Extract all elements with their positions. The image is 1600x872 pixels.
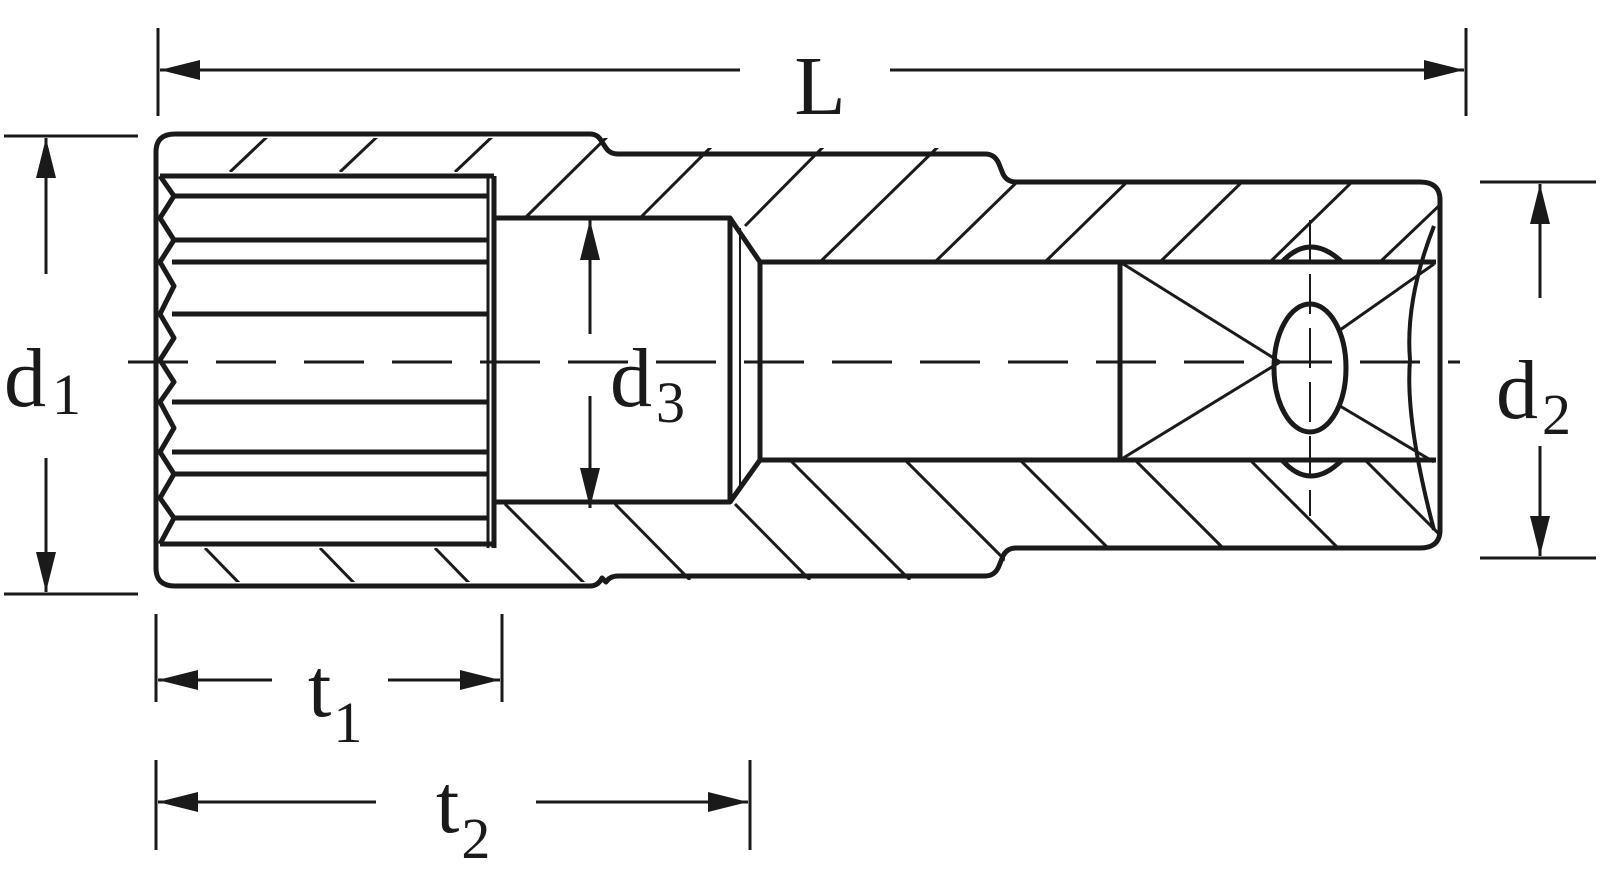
- square-drive: [760, 225, 1436, 531]
- section-hatching-bottom: [203, 460, 1440, 582]
- label-t1: t1: [308, 642, 362, 755]
- dimension-d2: [1480, 180, 1596, 560]
- label-L: L: [794, 40, 845, 133]
- label-d3: d3: [610, 332, 685, 435]
- cross-hole: [1271, 220, 1349, 516]
- label-d2: d2: [1496, 344, 1571, 447]
- socket-outline: [153, 131, 1443, 589]
- label-t2: t2: [436, 758, 490, 871]
- dimension-d1: [4, 134, 138, 596]
- dimension-t1: [154, 614, 504, 702]
- dimension-t2: [154, 760, 752, 850]
- dimension-L: [156, 28, 1468, 116]
